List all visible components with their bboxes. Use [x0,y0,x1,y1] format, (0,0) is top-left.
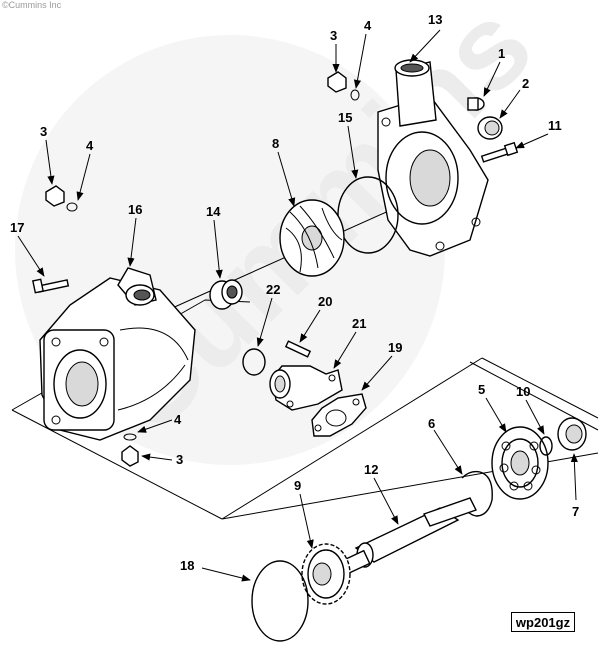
plug-3-left [45,185,78,212]
shaft-12 [337,497,477,577]
gear-9 [301,543,351,605]
seal-7 [557,417,587,451]
bolt-11 [480,141,519,163]
callout-4-bottom: 4 [174,412,182,427]
callout-6: 6 [428,416,435,431]
fitting-21 [269,365,343,411]
callout-4-top: 4 [364,18,372,33]
plug-2 [477,116,503,140]
bolt-17 [32,278,70,294]
callout-9: 9 [294,478,301,493]
callout-4-left: 4 [86,138,94,153]
housing-cover [377,59,489,257]
callout-13: 13 [428,12,442,27]
copyright-notice: ©Cummins Inc [2,0,62,10]
callout-7: 7 [572,504,579,519]
bearing-5 [491,426,549,500]
o-ring-22 [242,348,266,376]
callout-11: 11 [548,118,562,133]
ring-10 [539,436,553,456]
callout-10: 10 [516,384,530,399]
plug-1 [467,97,485,111]
callout-5: 5 [478,382,485,397]
o-ring-18 [251,560,309,642]
callout-21: 21 [352,316,366,331]
callout-15: 15 [338,110,352,125]
callout-8: 8 [272,136,279,151]
drawing-code: wp201gz [511,612,575,632]
leader-lines [17,29,578,582]
stud-20 [284,340,312,358]
pump-housing [39,267,196,441]
plug-3-bottom [121,433,139,467]
callout-22: 22 [266,282,280,297]
callout-2: 2 [522,76,529,91]
callout-1: 1 [498,46,505,61]
callout-17: 17 [10,220,24,235]
callout-labels: 1 2 3 4 13 11 15 8 3 4 16 14 17 22 20 21… [10,12,579,573]
seal-14 [209,279,243,310]
gasket-19 [311,393,367,437]
callout-3-left: 3 [40,124,47,139]
callout-18: 18 [180,558,194,573]
callout-3-top: 3 [330,28,337,43]
callout-16: 16 [128,202,142,217]
callout-19: 19 [388,340,402,355]
callout-12: 12 [364,462,378,477]
callout-14: 14 [206,204,221,219]
callout-20: 20 [318,294,332,309]
callout-3-bottom: 3 [176,452,183,467]
impeller [279,199,345,277]
snap-ring-6 [461,470,493,517]
